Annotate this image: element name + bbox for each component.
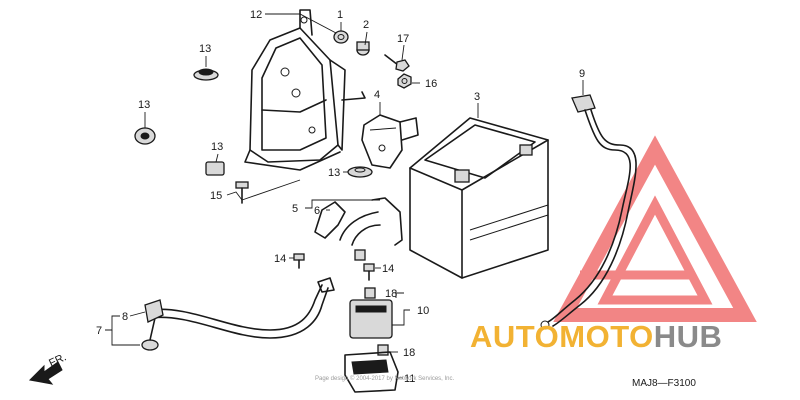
label-7: 7 [96,325,102,337]
harness [339,211,381,261]
bolt-17 [384,54,410,72]
copyright-note: Page design © 2004-2017 by Network Servi… [315,375,454,382]
bolt-14b [363,263,375,281]
label-13a: 13 [199,43,211,55]
front-arrow-label: FR. [47,351,68,369]
label-3: 3 [474,91,480,103]
label-8: 8 [122,311,128,323]
label-13d: 13 [328,167,340,179]
watermark-text-part1: AUTOMOTO [470,319,654,354]
rubber-mount-13c [205,161,225,176]
label-5: 5 [292,203,298,215]
label-1: 1 [337,9,343,21]
label-14a: 14 [274,253,286,265]
leader-lines [105,13,584,379]
label-4: 4 [374,89,380,101]
negative-cable-7 [141,277,335,351]
label-13b: 13 [138,99,150,111]
rubber-mount-13d [347,166,373,178]
label-14b: 14 [382,263,394,275]
label-18b: 18 [403,347,415,359]
label-6: 6 [314,205,320,217]
battery-bracket [244,9,366,171]
label-13c: 13 [211,141,223,153]
nut-16 [397,73,412,89]
watermark-logo [553,135,757,322]
watermark-text-part2: HUB [654,319,723,354]
grommet-1 [333,30,349,44]
diagram-code: MAJ8—F3100 [632,378,696,389]
bolt-15 [235,181,249,204]
bracket-6 [314,197,403,246]
front-arrow: FR. [28,351,68,385]
label-16: 16 [425,78,437,90]
collar-2 [356,41,370,56]
relay-cover-11 [344,351,399,393]
label-11: 11 [404,373,415,385]
label-2: 2 [363,19,369,31]
watermark-text: AUTOMOTOHUB [470,319,722,354]
part-labels: 12 1 2 17 16 13 13 13 13 4 3 9 15 5 6 14… [96,9,585,385]
label-10: 10 [417,305,429,317]
bolt-14a [293,253,305,269]
label-12: 12 [250,9,262,21]
rubber-mount-13b [134,127,156,145]
positive-cable-9 [540,94,637,330]
starter-relay-10 [349,287,393,356]
label-9: 9 [579,68,585,80]
label-15: 15 [210,190,222,202]
svg-text:AUTOMOTOHUB: AUTOMOTOHUB [470,319,722,354]
label-17: 17 [397,33,409,45]
relay-cover-4 [361,114,419,169]
rubber-mount-13a [193,68,219,81]
label-18a: 18 [385,288,397,300]
battery-3 [409,117,549,279]
